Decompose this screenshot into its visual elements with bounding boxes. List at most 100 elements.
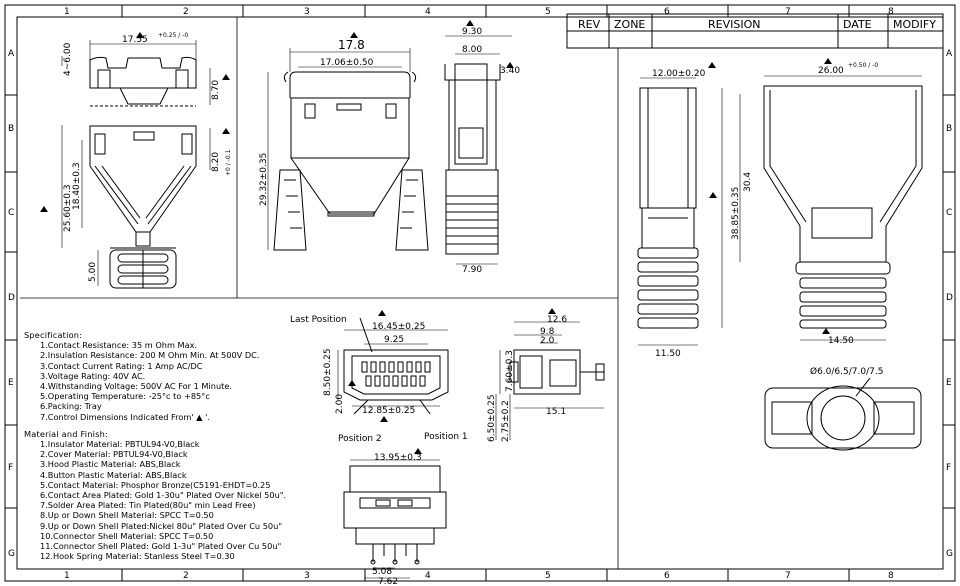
callout-label: Position 1 bbox=[424, 432, 468, 442]
spec-item: 3.Voltage Rating: 40V AC. bbox=[40, 370, 146, 381]
callout-label: Last Position bbox=[290, 315, 347, 325]
col-label: 5 bbox=[545, 571, 551, 581]
row-label: E bbox=[8, 378, 14, 388]
control-dimension-markers bbox=[40, 20, 832, 454]
spec-item: 6.Packing: Tray bbox=[40, 401, 102, 412]
material-item: 2.Cover Material: PBTUL94-V0,Black bbox=[40, 449, 188, 460]
dim-label: 5.08 bbox=[372, 567, 392, 577]
material-title: Material and Finish: bbox=[24, 428, 108, 439]
dim-label: 8.70 bbox=[211, 80, 221, 100]
spec-item: 1.Contact Resistance: 35 m Ohm Max. bbox=[40, 340, 198, 351]
spec-item: 2.Insulation Resistance: 200 M Ohm Min. … bbox=[40, 350, 260, 361]
dim-label: 8.00 bbox=[462, 45, 482, 55]
material-item: 12.Hook Spring Material: Stanless Steel … bbox=[40, 551, 235, 562]
dim-label: 6.50±0.25 bbox=[487, 394, 497, 442]
material-item: 1.Insulator Material: PBTUL94-V0,Black bbox=[40, 439, 200, 450]
boot-side-view bbox=[637, 87, 699, 329]
dim-label: 9.8 bbox=[540, 327, 555, 337]
row-label: A bbox=[8, 49, 15, 59]
dim-label: 8.50±0.25 bbox=[323, 348, 333, 396]
row-label: C bbox=[946, 208, 952, 218]
dim-label: 30.4 bbox=[743, 172, 753, 192]
dim-label: 4~6.00 bbox=[63, 42, 73, 76]
col-label: 8 bbox=[888, 571, 894, 581]
col-label: 1 bbox=[64, 7, 70, 17]
title-block-header: DATE bbox=[843, 18, 872, 31]
material-item: 7.Solder Area Plated: Tin Plated(80u" mi… bbox=[40, 500, 256, 511]
dim-label: 17.06±0.50 bbox=[320, 58, 374, 68]
connector-side-view bbox=[509, 349, 605, 395]
dim-label: 9.30 bbox=[462, 27, 482, 37]
side-view bbox=[444, 63, 501, 255]
row-label: B bbox=[8, 124, 14, 134]
dim-label: 17.8 bbox=[338, 38, 365, 52]
dim-label: 12.00±0.20 bbox=[652, 69, 706, 79]
col-label: 8 bbox=[888, 7, 894, 17]
dim-label: 8.20 bbox=[211, 152, 221, 172]
dim-label: 2.0 bbox=[540, 336, 555, 346]
dim-label: 29.32±0.35 bbox=[259, 153, 269, 206]
dim-label: 7.60±0.3 bbox=[505, 350, 515, 392]
dim-label: 7.62 bbox=[378, 577, 398, 586]
connector-bottom-view bbox=[343, 465, 447, 565]
material-item: 5.Contact Material: Phosphor Bronze(C519… bbox=[40, 479, 271, 490]
dim-label: 11.50 bbox=[655, 349, 681, 359]
hood-view bbox=[89, 56, 197, 289]
dim-label: 38.85±0.35 bbox=[731, 187, 741, 240]
spec-item: 5.Operating Temperature: -25°c to +85°c bbox=[40, 391, 210, 402]
col-label: 1 bbox=[64, 571, 70, 581]
title-block-header: REV bbox=[578, 18, 601, 31]
col-label: 3 bbox=[304, 7, 310, 17]
row-label: F bbox=[946, 463, 951, 473]
row-label: G bbox=[8, 549, 15, 559]
material-item: 10.Connector Shell Material: SPCC T=0.50 bbox=[40, 530, 214, 541]
row-label: B bbox=[946, 124, 952, 134]
front-shell-view bbox=[273, 71, 429, 251]
col-label: 7 bbox=[785, 571, 791, 581]
dim-label: 26.00 bbox=[818, 66, 844, 76]
dim-label: 16.45±0.25 bbox=[372, 322, 425, 332]
dim-tolerance: +0.25 / -0 bbox=[158, 32, 188, 39]
dim-tolerance: +0 / -0.1 bbox=[225, 149, 232, 176]
title-block-header: REVISION bbox=[708, 18, 760, 31]
dim-label: 15.1 bbox=[546, 407, 566, 417]
dim-label: 12.6 bbox=[547, 315, 567, 325]
row-label: C bbox=[8, 208, 14, 218]
col-label: 6 bbox=[664, 7, 670, 17]
row-label: A bbox=[946, 49, 953, 59]
title-block-header: MODIFY bbox=[893, 18, 936, 31]
dim-label: 7.90 bbox=[462, 265, 482, 275]
boot-front-view bbox=[763, 85, 923, 329]
spec-title: Specification: bbox=[24, 330, 83, 340]
dim-label: 2.00 bbox=[335, 394, 345, 414]
dim-label: 17.55 bbox=[122, 35, 148, 45]
material-item: 11.Connector Shell Plated: Gold 1-3u" Pl… bbox=[40, 541, 282, 552]
outer-frame bbox=[4, 4, 956, 582]
dim-label: 9.25 bbox=[384, 335, 404, 345]
row-label: D bbox=[8, 293, 15, 303]
col-label: 4 bbox=[425, 7, 431, 17]
dim-label: Ø6.0/6.5/7.0/7.5 bbox=[810, 366, 883, 377]
callout-label: Position 2 bbox=[338, 434, 382, 444]
col-label: 3 bbox=[304, 571, 310, 581]
column-ticks bbox=[121, 5, 850, 581]
col-label: 4 bbox=[425, 571, 431, 581]
material-item: 9.Up or Down Shell Plated:Nickel 80u" Pl… bbox=[40, 520, 283, 531]
spec-item: 3.Contact Current Rating: 1 Amp AC/DC bbox=[40, 360, 203, 371]
col-label: 7 bbox=[785, 7, 791, 17]
material-item: 6.Contact Area Plated: Gold 1-30u" Plate… bbox=[40, 490, 287, 501]
dim-label: 2.75±0.2 bbox=[501, 400, 511, 442]
col-label: 6 bbox=[664, 571, 670, 581]
dim-label: 12.85±0.25 bbox=[362, 406, 415, 416]
row-label: E bbox=[946, 378, 952, 388]
specification-notes: Specification: 1.Contact Resistance: 35 … bbox=[24, 330, 344, 561]
inner-frame bbox=[16, 16, 944, 570]
row-label: F bbox=[8, 463, 13, 473]
spec-item: 7.Control Dimensions Indicated From' ▲ '… bbox=[40, 411, 210, 422]
material-item: 4.Button Plastic Material: ABS,Black bbox=[40, 469, 187, 480]
dim-label: 5.00 bbox=[88, 262, 98, 282]
dim-label: 3.40 bbox=[500, 66, 520, 76]
dim-label: 14.50 bbox=[828, 336, 854, 346]
dim-label: 13.95±0.3 bbox=[374, 453, 422, 463]
